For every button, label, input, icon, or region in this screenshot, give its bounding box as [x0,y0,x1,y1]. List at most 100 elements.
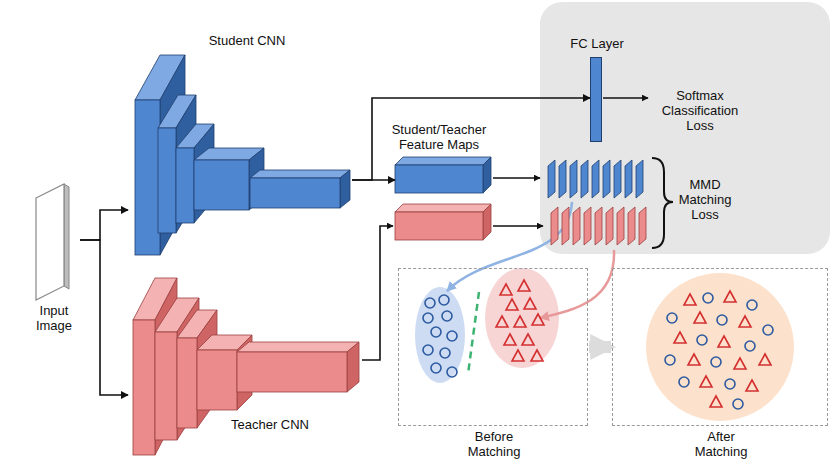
feature-slice [548,160,555,198]
teacher-sample [688,354,700,365]
student-sample [717,315,727,325]
teacher-sample [522,334,534,345]
loss-label: Softmax Classification Loss [650,89,750,134]
feature-slice [639,207,646,245]
teacher-cnn: Teacher CNN [128,268,362,446]
block-side [347,342,359,392]
student-sample [747,300,757,310]
feature-slice [551,207,558,245]
loss-label: MMD Matching Loss [672,178,738,223]
teacher-sample [504,334,516,345]
student-sample [431,327,441,337]
feature-map: Student/Teacher Feature Maps [395,165,483,193]
node-label: FC Layer [552,37,642,52]
input-image-node: Input Image [28,178,80,336]
loss-panel [540,2,830,254]
teacher-sample [694,312,706,323]
flow-arrow [80,210,128,240]
student-sample [725,379,735,389]
student-sample [711,357,721,367]
block-side [483,204,491,240]
feature-slice [570,160,577,198]
teacher-sample [710,396,722,407]
feature-slice [581,160,588,198]
teacher-sample-arrow [540,250,614,318]
node-label: Teacher CNN [215,418,325,433]
flow-arrow [80,240,128,395]
teacher-sample [506,299,518,310]
feature-slice [617,207,624,245]
student-sample [439,295,449,305]
teacher-sample [718,336,730,347]
block-front [177,338,197,428]
feature-slice [559,160,566,198]
teacher-sample [734,358,746,369]
teacher-sample [531,350,543,361]
teacher-sample [532,314,544,325]
block-top [250,170,350,178]
feature-slice [592,160,599,198]
block-front [395,212,483,240]
block-front [197,350,237,410]
student-cnn: Student CNN [128,32,352,258]
block-front [158,128,176,233]
teacher-sample [684,294,696,305]
feature-slice [625,160,632,198]
student-sample [745,341,755,351]
teacher-cluster [485,268,559,368]
student-sample [667,313,677,323]
feature-slice [628,207,635,245]
student-sample [423,313,433,323]
feature-slice [606,207,613,245]
feature-slice [636,160,643,198]
block-front [194,160,249,210]
student-sample [665,355,675,365]
block-front [237,352,347,392]
teacher-slice-arrow [493,225,543,227]
teacher-feature-arrow [362,226,393,360]
feature-slice [614,160,621,198]
node-label: Student/Teacher Feature Maps [379,123,499,153]
teacher-sample [674,332,686,343]
feature-slice [603,160,610,198]
block-front [250,178,340,208]
block-front [155,332,177,440]
teacher-sample [700,376,712,387]
student-sample [763,325,773,335]
teacher-sample [739,316,751,327]
matching-arrow [589,341,611,353]
student-sample [425,298,435,308]
input-image [36,184,64,300]
matching-panel: Before Matching [398,268,588,426]
block-front [133,320,155,455]
student-sample [679,377,689,387]
flow-arrow [352,98,590,180]
student-sample [431,363,441,373]
student-sample [447,331,457,341]
block-top [395,157,491,165]
teacher-sample [512,350,524,361]
teacher-sample [514,316,526,327]
student-sample [697,335,707,345]
block-side [483,157,491,193]
teacher-sample [518,280,530,291]
block-front [135,100,160,255]
block-top [395,204,491,212]
student-sample [447,367,457,377]
student-sample [703,293,713,303]
node-label: Student CNN [192,34,302,49]
node-label: Input Image [23,304,85,334]
block-front [176,148,194,223]
softmax-arrow [603,97,648,99]
fc-layer: FC Layer [590,57,602,142]
teacher-sample [500,284,512,295]
student-sample [423,345,433,355]
student-cluster [415,287,465,383]
feature-slice [562,207,569,245]
teacher-sample [496,316,508,327]
node-label: Before Matching [461,430,527,460]
block-side [176,95,196,233]
matching-panel: After Matching [612,268,828,426]
